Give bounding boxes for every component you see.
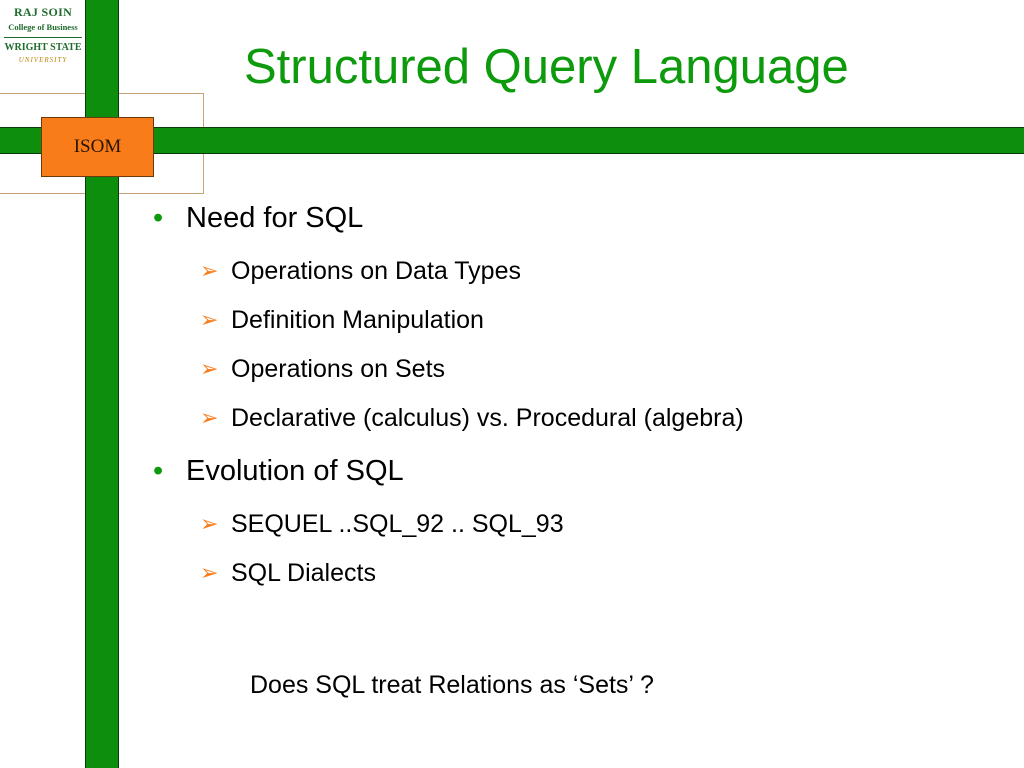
sub-bullet-item: ➢ SEQUEL ..SQL_92 .. SQL_93 [200,512,564,537]
bullet-item: • Need for SQL [153,204,363,233]
logo-divider [4,37,82,38]
slide-title: Structured Query Language [244,40,849,94]
sub-bullet-item: ➢ Declarative (calculus) vs. Procedural (… [200,406,744,431]
sub-bullet-text: SEQUEL ..SQL_92 .. SQL_93 [231,510,564,538]
bullet-icon: • [153,202,164,234]
bullet-text: Evolution of SQL [186,455,404,487]
arrow-bullet-icon: ➢ [200,356,219,381]
isom-badge-label: ISOM [73,136,122,157]
sub-bullet-item: ➢ Operations on Data Types [200,259,521,284]
logo-line-college: College of Business [8,22,78,32]
sub-bullet-text: Operations on Data Types [231,257,521,285]
bullet-icon: • [153,455,164,487]
university-logo: RAJ SOIN College of Business WRIGHT STAT… [0,0,86,90]
sub-bullet-text: Declarative (calculus) vs. Procedural (a… [231,404,744,432]
arrow-bullet-icon: ➢ [200,307,219,332]
sub-bullet-item: ➢ Definition Manipulation [200,308,484,333]
logo-line-university: UNIVERSITY [18,56,68,64]
sub-bullet-item: ➢ Operations on Sets [200,357,445,382]
arrow-bullet-icon: ➢ [200,560,219,585]
sub-bullet-item: ➢ SQL Dialects [200,561,376,586]
isom-badge: ISOM [41,117,154,177]
arrow-bullet-icon: ➢ [200,405,219,430]
horizontal-green-bar [0,127,1024,154]
vertical-green-bar [85,0,119,768]
logo-line-wright-state: WRIGHT STATE [4,42,82,53]
logo-line-raj-soin: RAJ SOIN [13,5,73,19]
arrow-bullet-icon: ➢ [200,511,219,536]
sub-bullet-text: Operations on Sets [231,355,446,383]
sub-bullet-text: Definition Manipulation [231,306,484,334]
closing-question: Does SQL treat Relations as ‘Sets’ ? [250,671,654,699]
bullet-text: Need for SQL [186,202,364,234]
arrow-bullet-icon: ➢ [200,258,219,283]
bullet-item: • Evolution of SQL [153,457,404,486]
sub-bullet-text: SQL Dialects [231,559,376,587]
